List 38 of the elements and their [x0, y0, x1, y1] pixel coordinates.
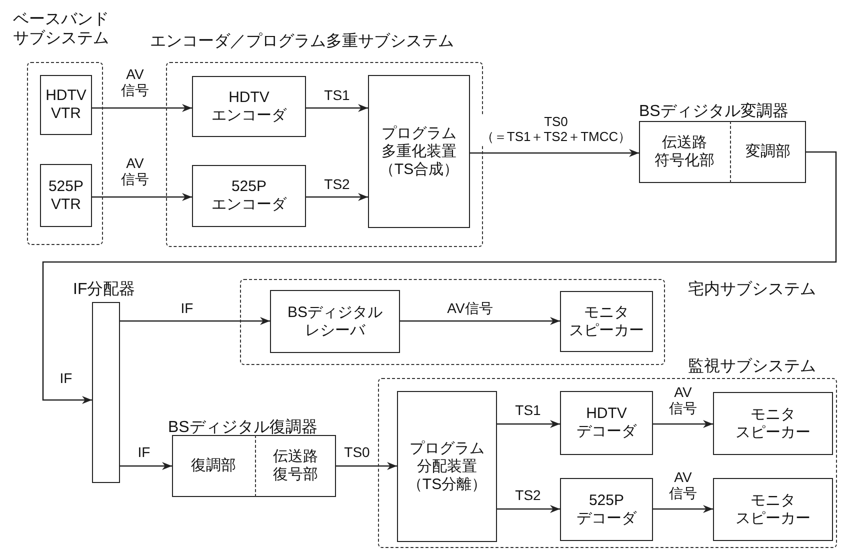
unit-label: 伝送路符号化部 — [639, 121, 730, 183]
device-heading: BSディジタル変調器 — [639, 102, 788, 121]
arrow — [470, 149, 639, 157]
arrow — [497, 420, 560, 428]
group-heading: ベースバンドサブシステム — [13, 10, 109, 48]
arrow — [653, 505, 713, 513]
unit-label: 伝送路復号部 — [255, 435, 336, 497]
vtr-box: HDTV VTR — [40, 75, 92, 135]
group-heading: 監視サブシステム — [688, 357, 816, 376]
arrow — [306, 104, 368, 112]
unit-label: 復調部 — [172, 435, 255, 497]
monitor-box: モニタスピーカー — [560, 291, 653, 352]
group-heading: 宅内サブシステム — [688, 280, 816, 299]
arrow — [653, 420, 713, 428]
receiver-box: BSディジタルレシーバ — [270, 290, 400, 353]
arrow — [120, 462, 172, 470]
edge-label: AV信号 — [445, 300, 495, 316]
arrow — [92, 193, 192, 201]
decoder-box: HDTV デコーダ — [560, 391, 653, 455]
arrow — [92, 104, 192, 112]
encoder-box: HDTV エンコーダ — [192, 76, 306, 137]
arrow — [336, 462, 397, 470]
device-heading: BSディジタル復調器 — [168, 418, 318, 437]
arrow — [120, 317, 270, 325]
vtr-box: 525P VTR — [40, 164, 92, 227]
multiplexer-box: プログラム多重化装置（TS合成） — [368, 75, 470, 228]
unit-label: 変調部 — [730, 121, 806, 183]
distributor-box: プログラム分配装置（TS分離） — [397, 391, 497, 542]
monitor-box: モニタスピーカー — [713, 392, 833, 455]
device-heading: IF分配器 — [73, 280, 136, 299]
decoder-box: 525P デコーダ — [560, 478, 653, 541]
arrow — [42, 151, 837, 404]
encoder-box: 525P エンコーダ — [192, 165, 306, 227]
arrow — [497, 505, 560, 513]
monitor-box: モニタスピーカー — [713, 478, 833, 541]
arrow — [306, 193, 368, 201]
group-heading: エンコーダ／プログラム多重サブシステム — [150, 32, 454, 51]
arrow — [400, 317, 560, 325]
